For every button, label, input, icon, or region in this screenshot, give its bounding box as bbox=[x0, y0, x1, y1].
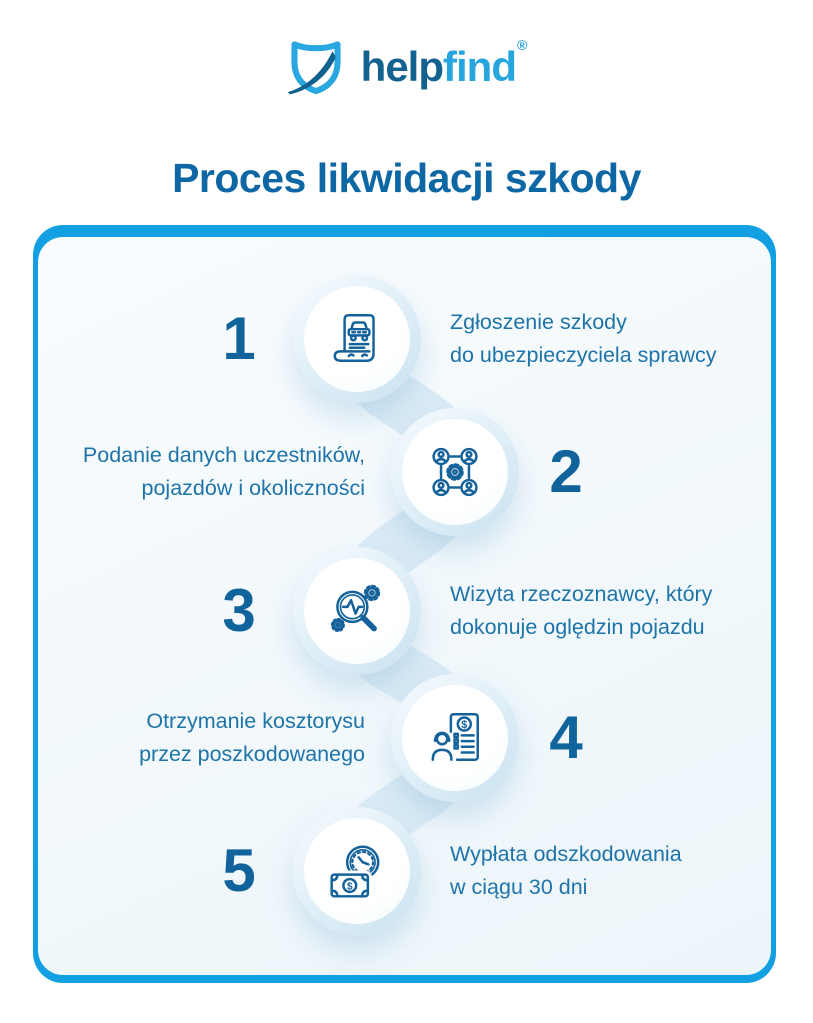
step-description: Otrzymanie kosztorysu przez poszkodowane… bbox=[45, 705, 365, 771]
step-number: 2 bbox=[549, 438, 583, 505]
inspection-magnifier-icon bbox=[330, 584, 381, 632]
page-title: Proces likwidacji szkody bbox=[172, 155, 641, 202]
svg-text:$: $ bbox=[461, 719, 467, 731]
step-description-line: Podanie danych uczestników, bbox=[82, 443, 365, 467]
logo-word-find: find bbox=[443, 43, 517, 90]
feather-swoosh bbox=[287, 51, 336, 95]
process-card-border: 1 Zgłoszenie szkody do ubezpieczyciela s… bbox=[33, 225, 776, 983]
registered-trademark: ® bbox=[516, 37, 527, 53]
step-circle bbox=[402, 419, 508, 525]
step-description-line: Wizyta rzeczoznawcy, który bbox=[450, 582, 713, 606]
process-card: 1 Zgłoszenie szkody do ubezpieczyciela s… bbox=[38, 237, 771, 975]
step-description: Wizyta rzeczoznawcy, który dokonuje oglę… bbox=[450, 578, 770, 644]
step-description-line: Wypłata odszkodowania bbox=[450, 842, 682, 866]
step-description: Podanie danych uczestników, pojazdów i o… bbox=[45, 439, 365, 505]
logo: helpfind® bbox=[0, 24, 813, 104]
step-description-line: dokonuje oględzin pojazdu bbox=[450, 615, 705, 639]
step-description-line: Otrzymanie kosztorysu bbox=[146, 709, 365, 733]
claim-document-icon bbox=[333, 313, 375, 362]
estimate-document-icon: $ bbox=[428, 712, 479, 764]
step-number: 3 bbox=[222, 577, 256, 644]
payout-clock-icon: $ bbox=[327, 845, 380, 901]
step-number: 1 bbox=[222, 305, 256, 372]
step-circle: $ bbox=[304, 818, 410, 924]
step-circle: $ bbox=[402, 685, 508, 791]
step-description-line: do ubezpieczyciela sprawcy bbox=[450, 343, 717, 367]
svg-text:$: $ bbox=[347, 881, 353, 892]
step-number: 5 bbox=[222, 837, 256, 904]
participants-network-icon bbox=[432, 447, 478, 497]
step-description-line: Zgłoszenie szkody bbox=[450, 310, 627, 334]
step-description-line: przez poszkodowanego bbox=[139, 742, 365, 766]
step-description-line: w ciągu 30 dni bbox=[450, 875, 588, 899]
step-circle bbox=[304, 558, 410, 664]
logo-word-help: help bbox=[360, 43, 444, 90]
step-description: Zgłoszenie szkody do ubezpieczyciela spr… bbox=[450, 306, 770, 372]
step-circle bbox=[304, 286, 410, 392]
shield-logo-icon bbox=[287, 41, 341, 95]
step-number: 4 bbox=[549, 704, 583, 771]
step-description-line: pojazdów i okoliczności bbox=[141, 476, 365, 500]
step-description: Wypłata odszkodowania w ciągu 30 dni bbox=[450, 838, 770, 904]
logo-wordmark: helpfind® bbox=[360, 28, 528, 100]
